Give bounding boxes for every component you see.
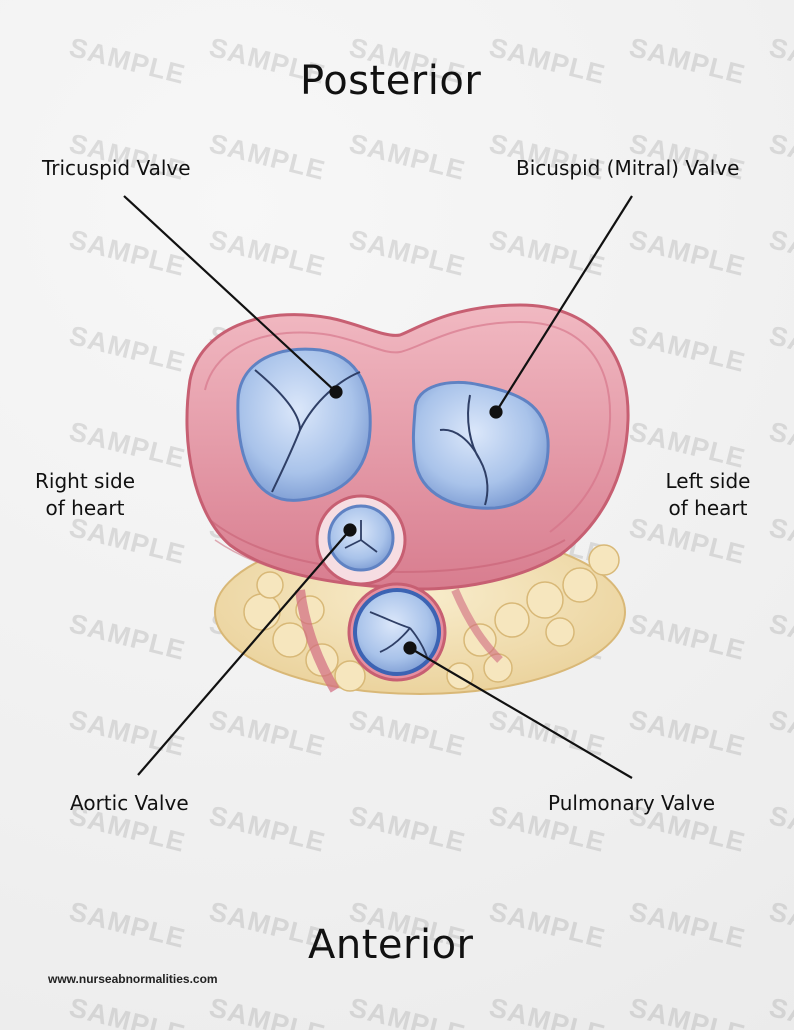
pulmonary-valve (347, 582, 447, 682)
posterior-heading: Posterior (300, 58, 482, 104)
anterior-heading: Anterior (308, 922, 474, 968)
pulmonary-valve-label: Pulmonary Valve (548, 791, 716, 815)
tricuspid-valve (236, 347, 372, 502)
bicuspid-mitral-valve (411, 381, 550, 510)
left-side-label: Left side of heart (665, 469, 751, 520)
aortic-valve-label: Aortic Valve (70, 791, 189, 815)
footer-url: www.nurseabnormalities.com (48, 972, 218, 986)
tricuspid-valve-label: Tricuspid Valve (42, 156, 191, 180)
bicuspid-valve-label: Bicuspid (Mitral) Valve (516, 156, 740, 180)
leader-lines (123, 195, 633, 779)
aortic-valve (315, 494, 407, 586)
right-side-label: Right side of heart (35, 469, 135, 520)
